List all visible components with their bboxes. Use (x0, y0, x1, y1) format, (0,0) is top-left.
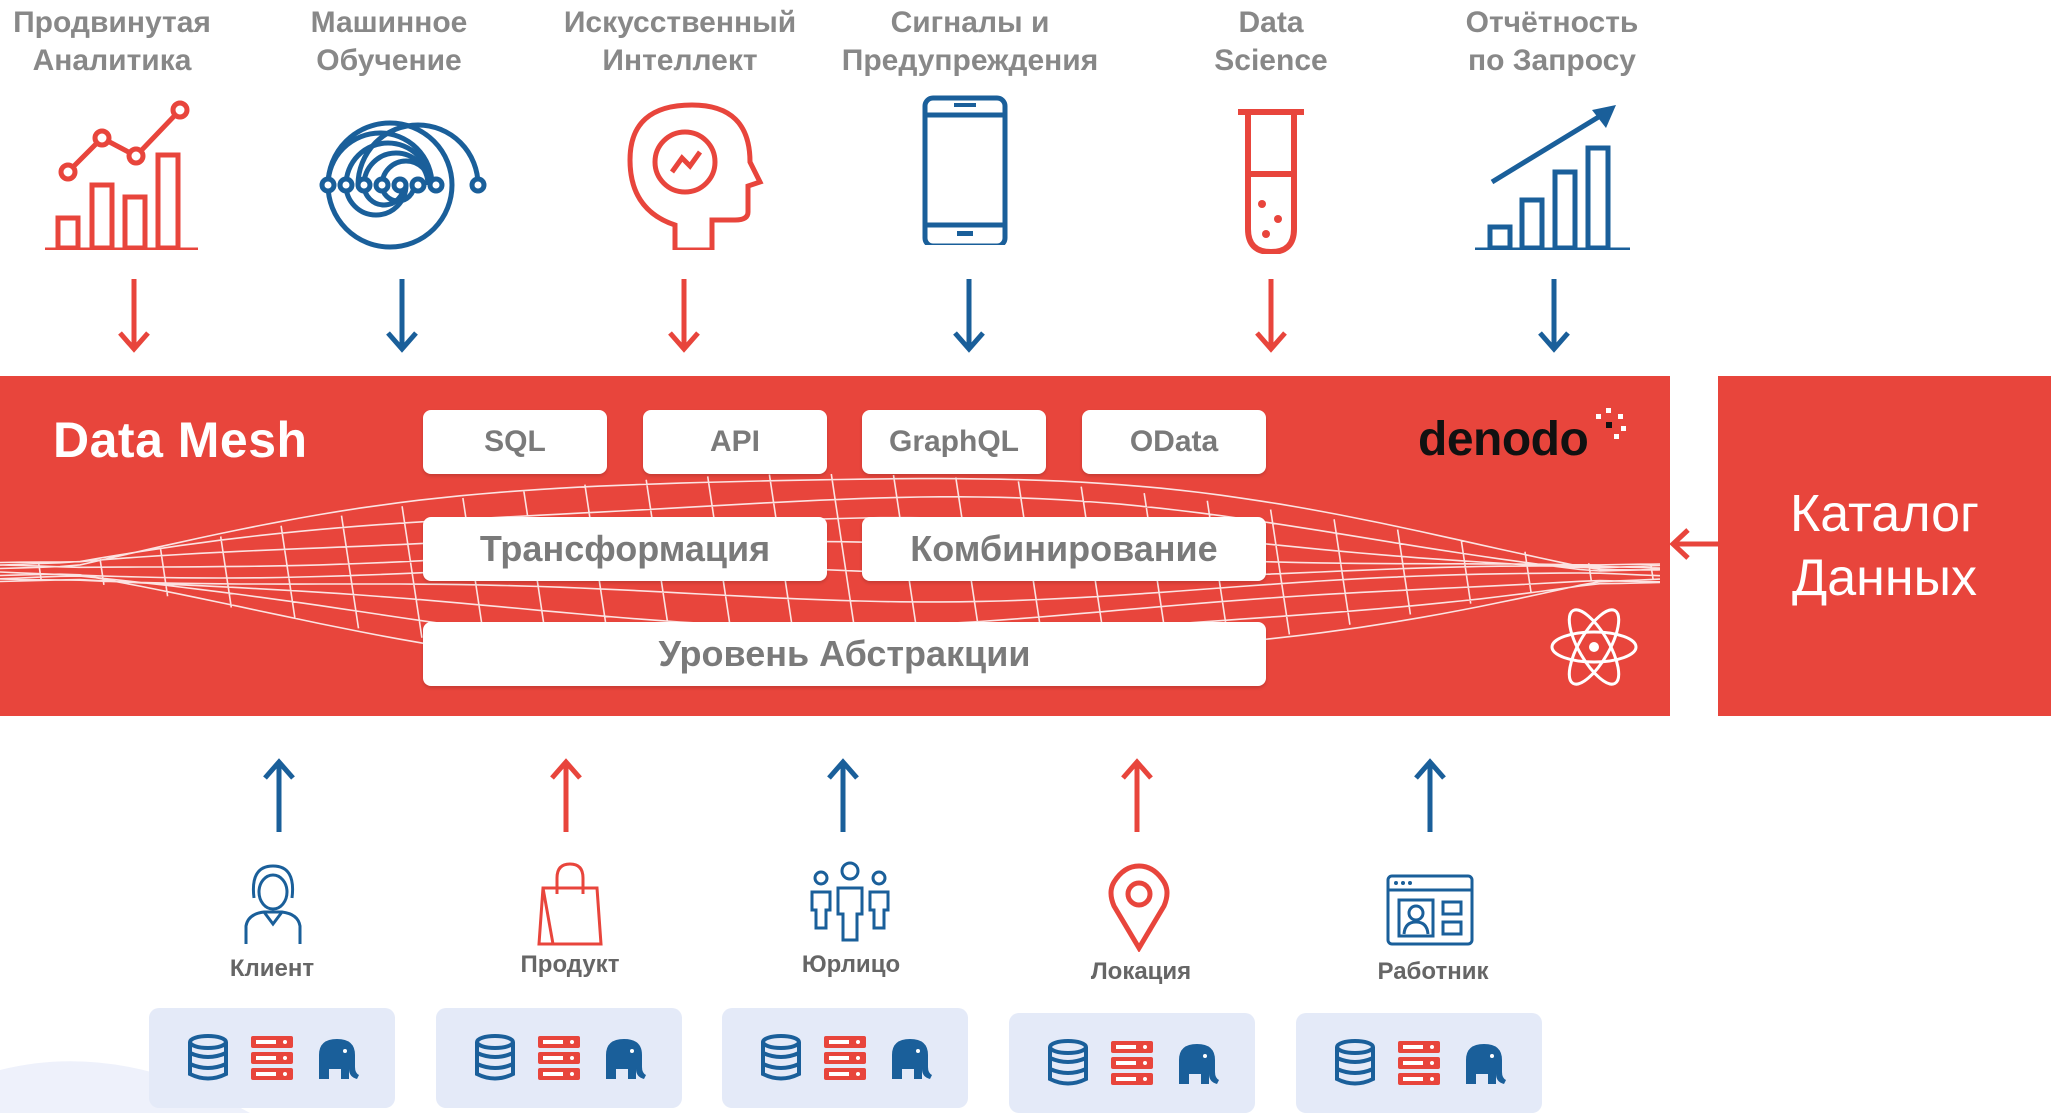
transformation-box: Трансформация (423, 517, 827, 581)
data-store-group (149, 1008, 395, 1108)
down-arrow (1538, 279, 1570, 353)
analytics-chart-icon (45, 100, 198, 250)
abstraction-layer-box: Уровень Абстракции (423, 622, 1266, 686)
database-icon (188, 1034, 228, 1081)
up-arrow (1414, 758, 1446, 832)
service-api: API (643, 410, 827, 474)
organization-icon (810, 861, 890, 942)
denodo-logo: denodo (1418, 413, 1589, 466)
database-icon (475, 1034, 515, 1081)
server-rack-icon (1111, 1041, 1153, 1085)
hadoop-elephant-icon (1179, 1044, 1219, 1084)
source-label-product: Продукт (520, 951, 620, 978)
hadoop-elephant-icon (319, 1039, 359, 1079)
up-arrow (827, 758, 859, 832)
data-store-group (436, 1008, 682, 1108)
service-odata: OData (1082, 410, 1266, 474)
data-store-group (1296, 1013, 1542, 1113)
consumer-label-alerts: Сигналы и Предупреждения (841, 6, 1099, 77)
database-icon (1048, 1039, 1088, 1086)
consumer-label-analytics: Продвинутая Аналитика (13, 6, 211, 77)
database-icon (761, 1034, 801, 1081)
hadoop-elephant-icon (1466, 1044, 1506, 1084)
source-label-employee: Работник (1377, 958, 1489, 985)
combination-box: Комбинирование (862, 517, 1266, 581)
down-arrow (386, 279, 418, 353)
ai-head-icon (627, 102, 764, 250)
up-arrow (550, 758, 582, 832)
down-arrow (118, 279, 150, 353)
hadoop-elephant-icon (606, 1039, 646, 1079)
denodo-logo-dots-icon (1596, 408, 1626, 439)
location-pin-icon (1108, 863, 1170, 952)
service-sql: SQL (423, 410, 607, 474)
service-graphql: GraphQL (862, 410, 1046, 474)
employee-icon (1386, 874, 1474, 946)
neural-network-icon (319, 120, 487, 250)
source-label-client: Клиент (229, 955, 315, 982)
data-mesh-title: Data Mesh (53, 412, 308, 468)
server-rack-icon (251, 1036, 293, 1080)
consumer-label-data-science: Data Science (1214, 6, 1328, 77)
growth-chart-icon (1475, 105, 1630, 250)
hadoop-elephant-icon (892, 1039, 932, 1079)
data-catalog-box: Каталог Данных (1718, 376, 2051, 716)
server-rack-icon (1398, 1041, 1440, 1085)
atom-icon (1550, 608, 1638, 686)
data-store-group (722, 1008, 968, 1108)
catalog-arrow (1669, 528, 1718, 560)
consumer-label-ml: Машинное Обучение (310, 6, 468, 77)
customer-icon (244, 864, 302, 944)
data-store-group (1009, 1013, 1255, 1113)
down-arrow (953, 279, 985, 353)
consumer-label-ai: Искусственный Интеллект (563, 6, 797, 77)
up-arrow (263, 758, 295, 832)
up-arrow (1121, 758, 1153, 832)
source-label-location: Локация (1090, 958, 1192, 985)
shopping-bag-icon (537, 862, 603, 946)
server-rack-icon (824, 1036, 866, 1080)
smartphone-icon (922, 95, 1008, 245)
source-label-legal-entity: Юрлицо (801, 951, 901, 978)
database-icon (1335, 1039, 1375, 1086)
test-tube-icon (1238, 109, 1304, 254)
down-arrow (1255, 279, 1287, 353)
consumer-label-reporting: Отчётность по Запросу (1465, 6, 1639, 77)
data-mesh-band: Data Mesh SQL API GraphQL OData Трансфор… (0, 376, 1670, 716)
down-arrow (668, 279, 700, 353)
server-rack-icon (538, 1036, 580, 1080)
